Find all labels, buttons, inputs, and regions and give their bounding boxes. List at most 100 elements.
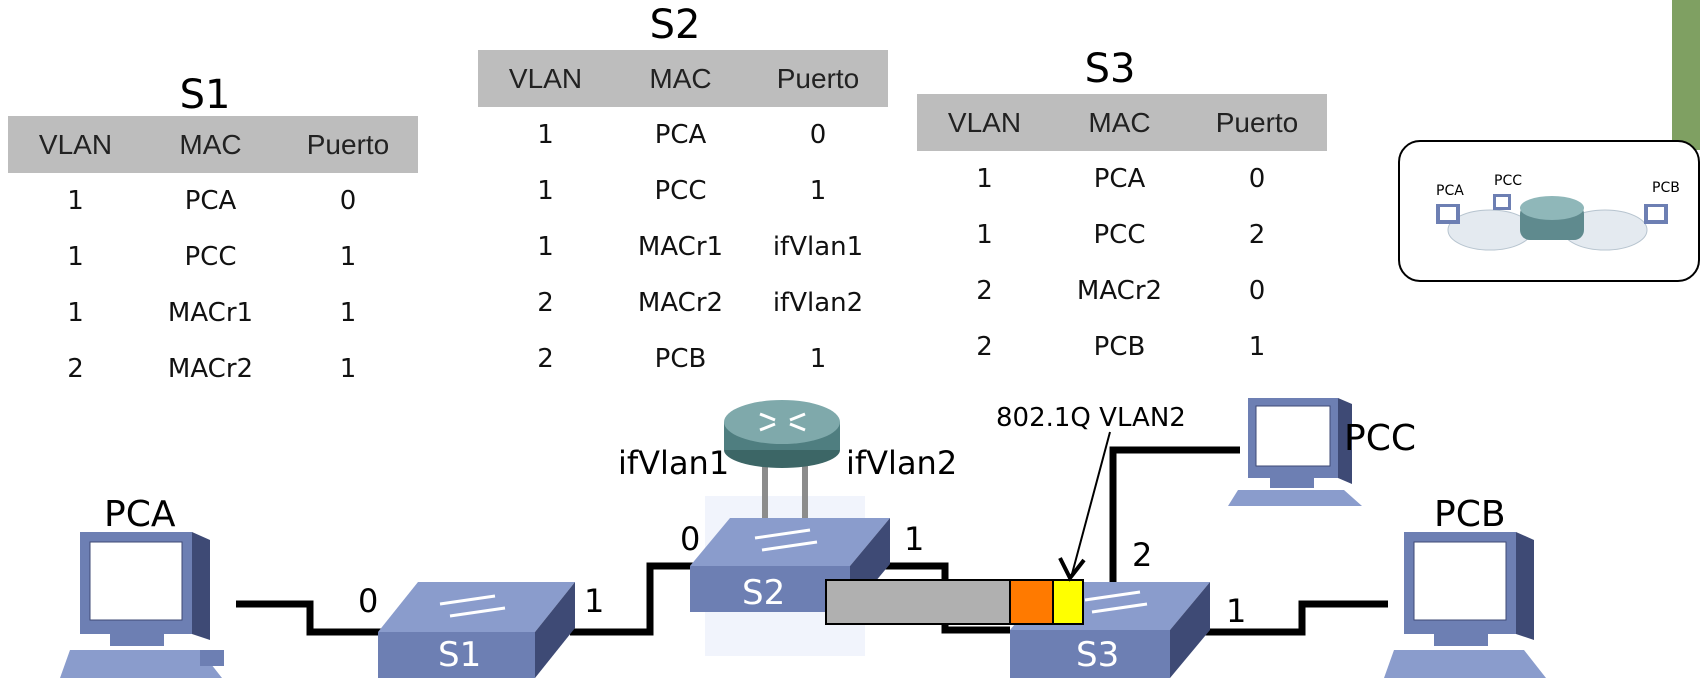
table-row: 1 PCC 1 (8, 229, 418, 285)
cell: MACr2 (167, 354, 254, 384)
cell: 1 (976, 220, 993, 250)
frame-vlan-label: 802.1Q VLAN2 (996, 403, 1186, 433)
col-vlan: VLAN (917, 94, 1052, 151)
cell: 2 (537, 288, 554, 318)
switch-s3-label: S3 (1076, 635, 1119, 675)
table-row: 1 PCA 0 (478, 107, 888, 163)
switch-s1-label: S1 (438, 635, 481, 675)
router-icon (724, 400, 840, 468)
cell: 1 (67, 242, 84, 272)
cell: 1 (976, 164, 993, 194)
router-if2-label: ifVlan2 (846, 444, 957, 482)
col-puerto: Puerto (748, 50, 888, 107)
cell: 2 (976, 276, 993, 306)
cell: 2 (67, 354, 84, 384)
pcb-label: PCB (1434, 494, 1506, 535)
col-puerto: Puerto (1187, 94, 1327, 151)
cell: 1 (809, 344, 827, 374)
cell: 1 (339, 354, 357, 384)
cell: MACr1 (167, 298, 254, 328)
pca-label: PCA (104, 494, 176, 535)
table-s3-title: S3 (1084, 46, 1136, 92)
cable-s3-pcb (1205, 600, 1388, 636)
col-mac: MAC (143, 116, 278, 173)
col-mac: MAC (1052, 94, 1187, 151)
port-label: 0 (358, 582, 378, 620)
table-row: 2 PCB 1 (478, 331, 888, 387)
port-label: 0 (680, 520, 700, 558)
port-label: 1 (1226, 592, 1246, 630)
cell: PCA (184, 186, 237, 216)
cell: ifVlan1 (772, 232, 864, 262)
col-mac: MAC (613, 50, 748, 107)
cell: 2 (537, 344, 554, 374)
cell: 2 (1248, 220, 1266, 250)
cell: PCC (1093, 220, 1146, 250)
cell: MACr1 (637, 232, 724, 262)
port-label: 1 (904, 520, 924, 558)
inset-topology-icon: PCA PCC PCB (1436, 173, 1680, 251)
switch-s1-icon (378, 582, 575, 678)
cell: PCB (654, 344, 707, 374)
cable-s1-s2 (570, 562, 695, 636)
col-puerto: Puerto (278, 116, 418, 173)
cell: PCC (654, 176, 707, 206)
inset-pcc-label: PCC (1494, 173, 1522, 189)
pc-pcc-icon (1228, 398, 1362, 506)
switch-s2-label: S2 (742, 573, 785, 613)
mac-table-s2: VLAN MAC Puerto 1 PCA 0 1 PCC 1 1 MACr1 … (478, 50, 888, 387)
cell: 0 (1248, 164, 1266, 194)
cable-pca-s1 (236, 600, 390, 636)
cell: 1 (67, 298, 84, 328)
port-label: 2 (1132, 536, 1152, 574)
table-row: 1 MACr1 ifVlan1 (478, 219, 888, 275)
cell: 1 (537, 176, 554, 206)
cell: 1 (67, 186, 84, 216)
pc-pca-icon (60, 532, 224, 678)
table-row: 1 PCC 1 (478, 163, 888, 219)
cell: 1 (1248, 332, 1266, 362)
table-row: 1 MACr1 1 (8, 285, 418, 341)
cell: ifVlan2 (772, 288, 864, 318)
table-s2-title: S2 (649, 2, 701, 48)
table-row: 2 MACr2 0 (917, 263, 1327, 319)
switch-s2-icon (690, 518, 890, 612)
cell: 0 (1248, 276, 1266, 306)
cable-s3-pcc (1109, 446, 1240, 590)
cell: MACr2 (637, 288, 724, 318)
table-row: 1 PCC 2 (917, 207, 1327, 263)
inset-pca-label: PCA (1436, 183, 1464, 199)
table-row: 2 MACr2 1 (8, 341, 418, 397)
cell: PCC (184, 242, 237, 272)
table-row: 1 PCA 0 (917, 151, 1327, 207)
cell: 1 (339, 242, 357, 272)
cell: 2 (976, 332, 993, 362)
cell: 0 (339, 186, 357, 216)
cell: 1 (537, 120, 554, 150)
cell: MACr2 (1076, 276, 1163, 306)
table-s1-title: S1 (179, 72, 231, 118)
cell: PCB (1093, 332, 1146, 362)
pcc-label: PCC (1344, 418, 1416, 459)
cell: PCA (654, 120, 707, 150)
inset-topology-panel: PCA PCC PCB (1398, 140, 1700, 282)
cell: 1 (537, 232, 554, 262)
table-row: 1 PCA 0 (8, 173, 418, 229)
port-label: 1 (584, 582, 604, 620)
mac-table-s1: VLAN MAC Puerto 1 PCA 0 1 PCC 1 1 MACr1 … (8, 116, 418, 397)
col-vlan: VLAN (8, 116, 143, 173)
table-row: 2 PCB 1 (917, 319, 1327, 375)
inset-pcb-label: PCB (1652, 180, 1680, 196)
pc-pcb-icon (1384, 532, 1546, 678)
slide-accent-bar (1672, 0, 1700, 150)
table-row: 2 MACr2 ifVlan2 (478, 275, 888, 331)
cell: 0 (809, 120, 827, 150)
cell: PCA (1093, 164, 1146, 194)
cell: 1 (809, 176, 827, 206)
mac-table-s3: VLAN MAC Puerto 1 PCA 0 1 PCC 2 2 MACr2 … (917, 94, 1327, 375)
col-vlan: VLAN (478, 50, 613, 107)
cell: 1 (339, 298, 357, 328)
frame-8021q-icon (825, 579, 1084, 625)
frame-arrow-icon (1058, 431, 1111, 582)
